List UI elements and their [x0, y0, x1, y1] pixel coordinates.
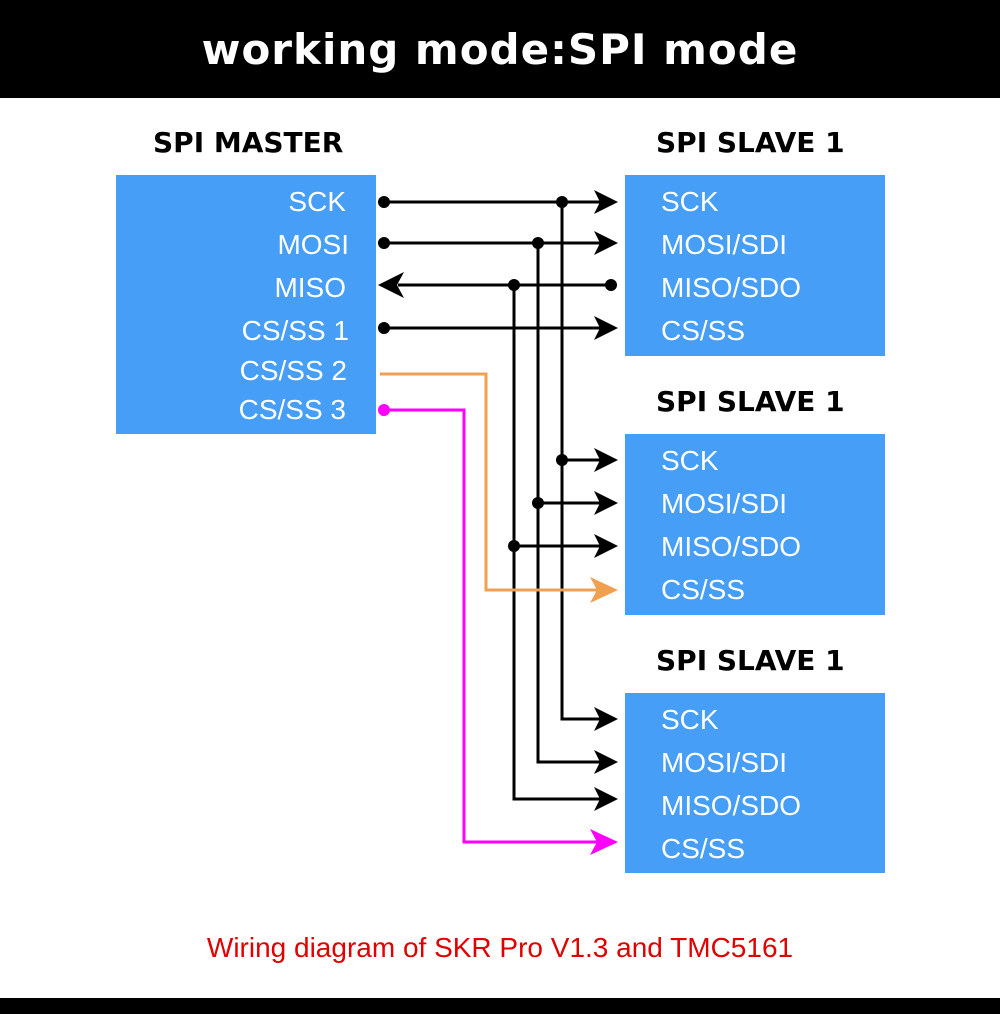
master-pin-cs3: CS/SS 3 — [238, 394, 346, 425]
dot-slave2-mosi — [532, 497, 544, 509]
slave-3-pin-cs: CS/SS — [661, 833, 746, 864]
title-bar: working mode:SPI mode — [0, 0, 1000, 98]
arrow-slave2-mosi — [594, 491, 618, 515]
arrow-slave2-cs — [590, 577, 618, 603]
slave-2-title: SPI SLAVE 1 — [656, 385, 845, 418]
master-pin-mosi: MOSI — [277, 229, 349, 260]
dot-master-sck — [378, 196, 390, 208]
arrow-slave3-miso — [594, 787, 618, 811]
arrow-slave3-mosi — [594, 750, 618, 774]
slave-3-box — [625, 693, 885, 873]
wire-mosi-bus — [536, 243, 606, 764]
slave-1-pin-sck: SCK — [661, 186, 719, 217]
dot-slave1-miso — [605, 279, 617, 291]
slave-2-pin-miso: MISO/SDO — [661, 531, 802, 562]
slave-2-box — [625, 434, 885, 615]
slave-1-pin-miso: MISO/SDO — [661, 272, 802, 303]
arrow-slave1-sck — [594, 190, 618, 214]
arrow-slave2-miso — [594, 534, 618, 558]
master-pin-cs2: CS/SS 2 — [239, 355, 347, 386]
dot-master-cs3 — [378, 404, 390, 416]
arrow-master-miso — [378, 272, 404, 298]
dot-slave2-sck — [556, 454, 568, 466]
arrow-slave3-sck — [594, 707, 618, 731]
slave-1-pin-cs: CS/SS — [661, 315, 746, 346]
master-title: SPI MASTER — [153, 126, 344, 159]
master-pin-cs1: CS/SS 1 — [241, 315, 349, 346]
footer-bar — [0, 998, 1000, 1014]
slave-1-pin-mosi: MOSI/SDI — [661, 229, 788, 260]
master-pin-sck: SCK — [288, 186, 346, 217]
master-pin-miso: MISO — [274, 272, 346, 303]
dot-slave2-miso — [508, 540, 520, 552]
caption: Wiring diagram of SKR Pro V1.3 and TMC51… — [206, 932, 794, 963]
arrow-slave1-mosi — [594, 231, 618, 255]
dot-junction-miso — [508, 279, 520, 291]
slave-3-pin-sck: SCK — [661, 704, 719, 735]
slave-3-pin-miso: MISO/SDO — [661, 790, 802, 821]
wire-miso-bus — [512, 285, 606, 801]
slave-1-title: SPI SLAVE 1 — [656, 126, 845, 159]
arrow-slave1-cs — [594, 316, 618, 340]
dot-master-cs1 — [378, 322, 390, 334]
slave-1-box — [625, 175, 885, 356]
wire-cs3 — [384, 408, 600, 844]
slave-3-title: SPI SLAVE 1 — [656, 644, 845, 677]
arrow-slave3-cs — [590, 829, 618, 855]
page-title: working mode:SPI mode — [201, 24, 799, 74]
slave-3-pin-mosi: MOSI/SDI — [661, 747, 788, 778]
wire-sck-bus — [560, 202, 606, 721]
master-box — [116, 175, 376, 434]
dot-junction-sck — [556, 196, 568, 208]
dot-master-mosi — [378, 237, 390, 249]
dot-junction-mosi — [532, 237, 544, 249]
slave-2-pin-mosi: MOSI/SDI — [661, 488, 788, 519]
slave-2-pin-cs: CS/SS — [661, 574, 746, 605]
slave-2-pin-sck: SCK — [661, 445, 719, 476]
arrow-slave2-sck — [594, 448, 618, 472]
wire-cs2 — [380, 372, 600, 592]
